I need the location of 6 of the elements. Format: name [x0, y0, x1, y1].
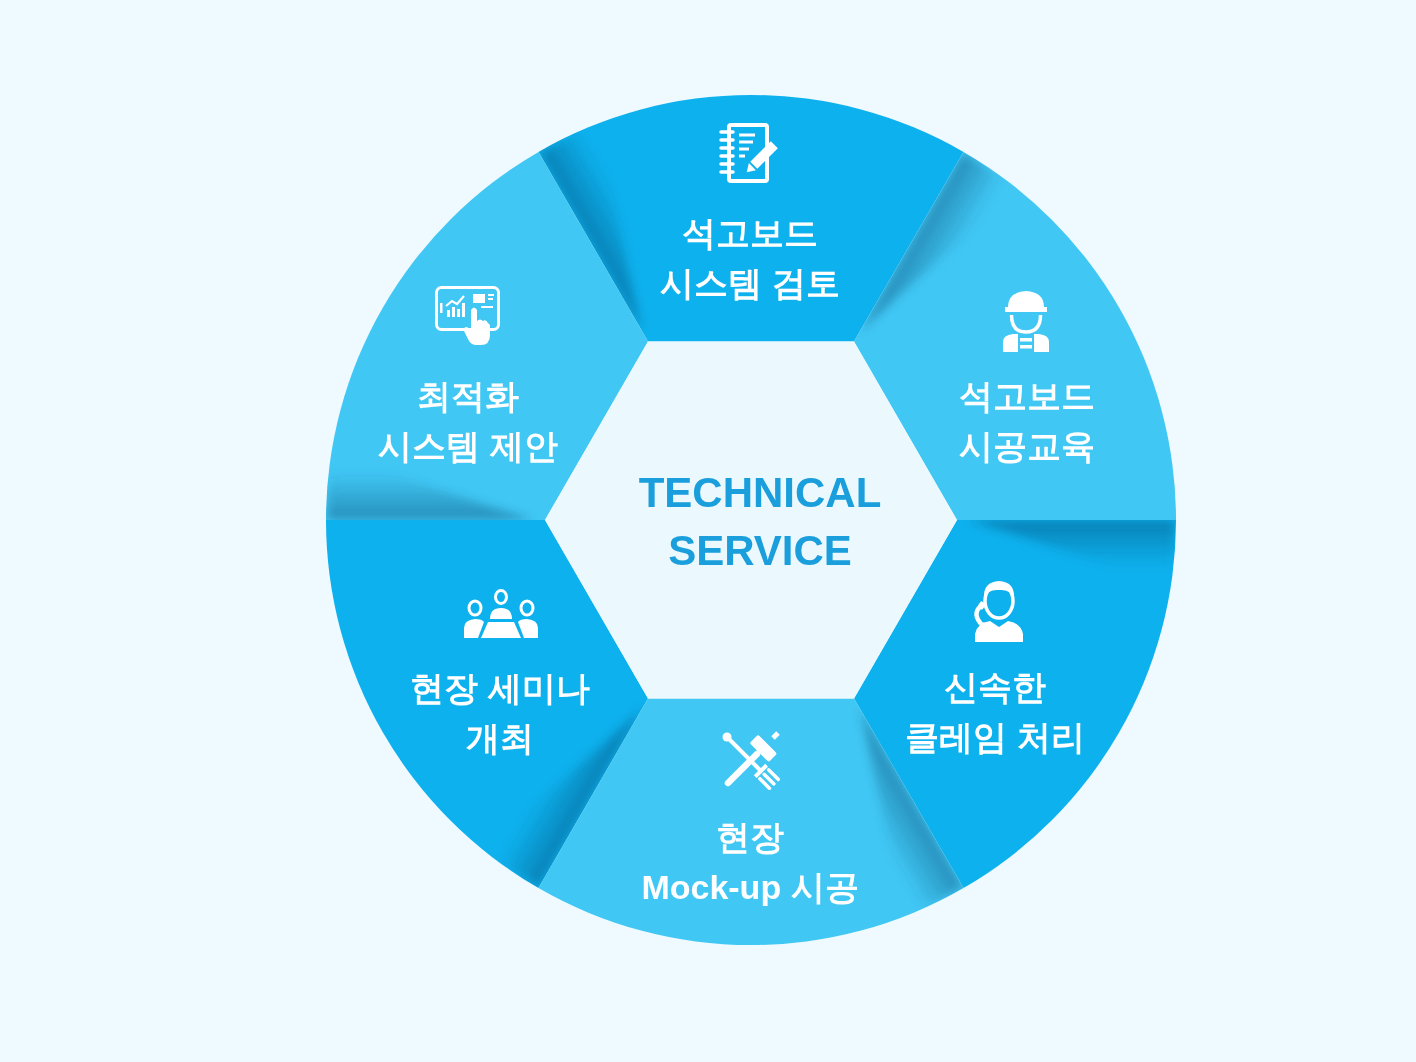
service-label: 현장 세미나 개최: [410, 668, 590, 759]
service-label: 석고보드 시공교육: [959, 376, 1095, 467]
service-label: 신속한 클레임 처리: [905, 667, 1085, 758]
service-label: 최적화 시스템 제안: [378, 376, 558, 467]
service-label: 현장 Mock-up 시공: [641, 817, 859, 908]
service-label: 석고보드 시스템 검토: [660, 213, 840, 304]
